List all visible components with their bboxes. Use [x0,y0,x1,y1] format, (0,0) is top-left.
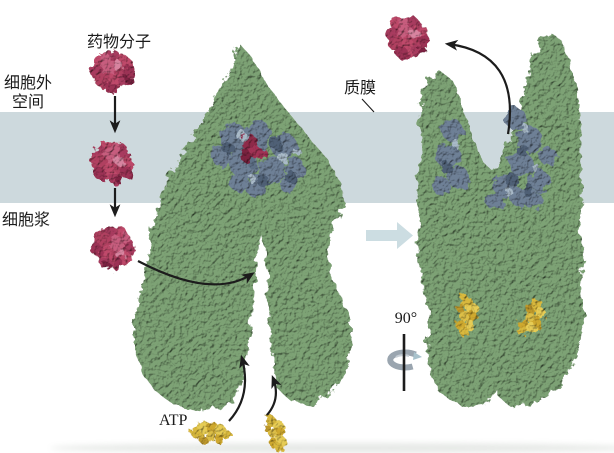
rotation-angle-label: 90° [394,310,418,327]
drug-entry-arrow-icon [137,260,255,286]
rotation-axis-icon [387,334,422,391]
flow-arrows [109,39,512,422]
drug-molecule-label: 药物分子 [87,34,152,51]
transition-arrow-icon [366,222,413,249]
drug-molecule-released [380,10,435,65]
transporter-inward-open [134,44,352,411]
membrane-pointer-line [361,98,375,113]
extracellular-space-line2: 空间 [11,94,44,111]
drug-molecule-cytoplasm [87,222,139,275]
cytoplasm-label: 细胞浆 [2,212,51,229]
atp-arrow-icon-right [266,374,282,416]
drug-release-arrow-icon [444,39,512,135]
plasma-membrane-label: 质膜 [344,80,377,97]
atp-arrow-icon-left [228,354,250,422]
extracellular-space-line1: 细胞外 [3,75,52,92]
transporter-outward-open [416,33,585,408]
binding-site-right [432,107,557,209]
extracellular-space-label: 细胞外 空间 [1,74,55,112]
scan-shadow [50,443,614,453]
protein-body-left [134,44,352,411]
binding-site-left [211,120,305,197]
drug-molecule-extracellular [90,50,135,94]
atp-label: ATP [159,412,188,429]
protein-body-right [416,33,585,408]
